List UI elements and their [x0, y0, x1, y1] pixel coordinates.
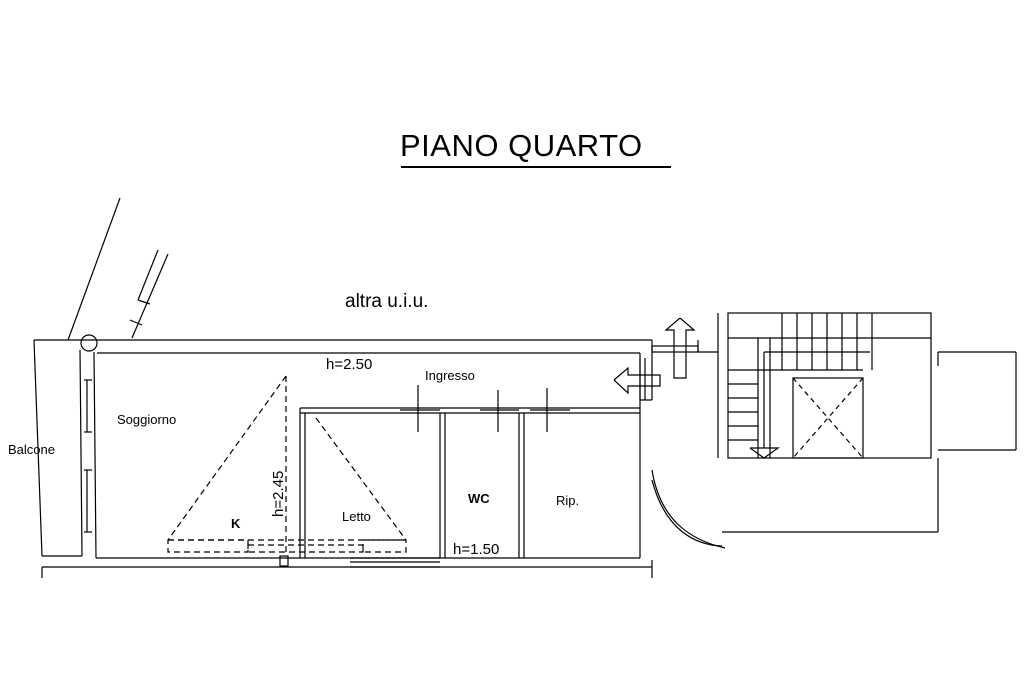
room-label-ingresso: Ingresso — [425, 368, 475, 383]
room-label-letto: Letto — [342, 509, 371, 524]
facade-windows — [84, 379, 92, 533]
adjacent-slanted-wall — [67, 197, 169, 341]
sloped-ceiling-lines — [167, 375, 407, 555]
room-label-rip: Rip. — [556, 493, 580, 508]
landing — [651, 313, 1017, 549]
room-label-soggiorno: Soggiorno — [117, 412, 177, 427]
entrance-door — [613, 317, 699, 400]
height-label-sloped: h=2.45 — [270, 470, 287, 517]
bottom-window — [279, 555, 440, 568]
interior-walls — [299, 407, 640, 558]
outer-walls — [33, 339, 653, 578]
room-label-balcone: Balcone — [8, 442, 55, 457]
stair-core — [727, 312, 932, 459]
plan-title: PIANO QUARTO — [400, 128, 643, 163]
title-underline — [401, 166, 671, 168]
room-label-wc: WC — [468, 491, 490, 506]
height-label-wc: h=1.50 — [453, 541, 500, 558]
adjacent-unit-label: altra u.i.u. — [345, 291, 429, 312]
height-label-main: h=2.50 — [326, 356, 373, 373]
column-circle — [80, 334, 98, 352]
room-label-k: K — [231, 516, 241, 531]
door-marks — [400, 385, 570, 432]
